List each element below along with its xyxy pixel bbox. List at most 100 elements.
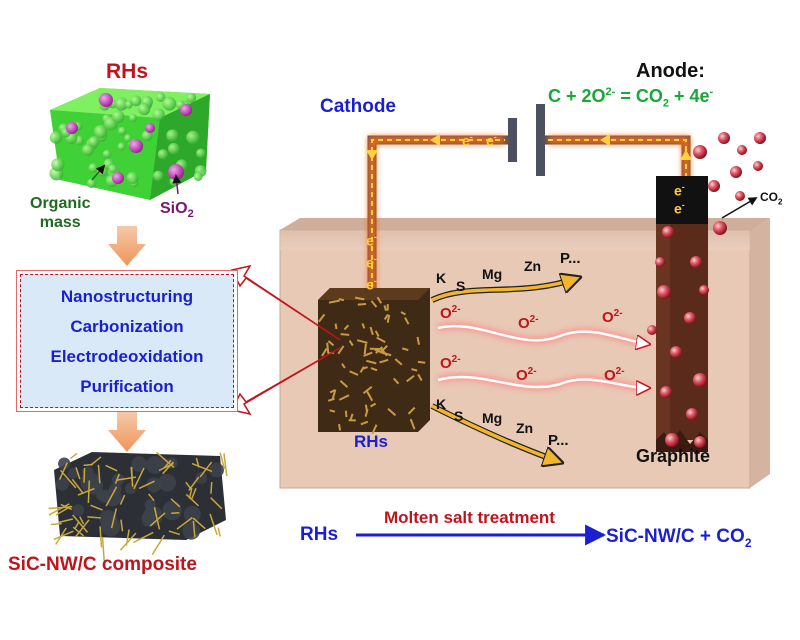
organic-particle xyxy=(138,103,151,116)
o-text: O xyxy=(516,367,528,384)
organic-pointer xyxy=(91,164,106,181)
co2-bubble xyxy=(647,325,657,335)
co2-bubble xyxy=(754,132,766,144)
nanowire xyxy=(338,423,342,431)
organic-particle xyxy=(111,110,125,124)
organic-particle xyxy=(102,149,112,159)
co2-bubble xyxy=(684,312,696,324)
product-text: SiC-NW/C + CO xyxy=(606,526,745,547)
organic-particle xyxy=(155,92,166,102)
o-sup: 2- xyxy=(613,308,623,319)
organic-particle xyxy=(93,124,108,139)
nanowire xyxy=(370,300,378,308)
organic-particle xyxy=(124,134,133,143)
organic-particle xyxy=(108,164,118,174)
nanowire xyxy=(338,394,350,401)
sic-nanowire xyxy=(162,461,174,475)
impurity-s-bottom: S xyxy=(454,408,464,424)
sic-nanowire xyxy=(83,463,93,467)
sic-nanowire xyxy=(130,467,134,487)
organic-particle xyxy=(141,130,153,142)
product-label: SiC-NW/C composite xyxy=(8,554,197,575)
sic-nanowire xyxy=(60,503,73,511)
organic-particle xyxy=(88,163,98,173)
e-text: e xyxy=(366,276,374,293)
nanowire xyxy=(326,342,330,354)
organic-particle xyxy=(128,113,137,122)
sic-nanowire xyxy=(70,452,78,460)
sic-nanowire xyxy=(90,456,102,466)
nanowire xyxy=(379,358,389,364)
sic-nanowire xyxy=(147,493,155,502)
sio2-pointer xyxy=(172,174,182,195)
nanowire xyxy=(392,377,400,385)
sic-nanowire xyxy=(101,536,105,561)
sic-nanowire xyxy=(53,530,74,541)
nanowire xyxy=(407,406,416,415)
step-purification: Purification xyxy=(80,377,174,396)
sic-nanowire xyxy=(77,487,95,496)
anode-equation: C + 2O2- = CO2 + 4e- xyxy=(548,86,713,110)
nanowire xyxy=(394,358,403,366)
organic-particle xyxy=(117,126,127,136)
sic-nanowire xyxy=(79,516,85,525)
carbon-grain xyxy=(98,489,112,503)
co2-gas-label: CO2 xyxy=(760,190,782,206)
organic-particle xyxy=(124,100,133,109)
nanowire xyxy=(409,418,416,430)
organic-particle xyxy=(186,92,197,103)
anode-title: Anode: xyxy=(636,60,705,82)
sio2-label: SiO2 xyxy=(160,200,194,220)
nanowire xyxy=(379,344,388,354)
sic-nanowire xyxy=(185,493,200,507)
sic-nanowire xyxy=(71,478,84,494)
organic-particle xyxy=(196,148,206,159)
reaction-condition: Molten salt treatment xyxy=(384,508,555,527)
sic-nanowire xyxy=(119,532,137,551)
carbon-grain xyxy=(55,477,69,491)
e-text: e xyxy=(674,182,682,199)
nanowire xyxy=(343,324,350,331)
sic-nanowire xyxy=(105,464,118,472)
nanowire xyxy=(387,408,397,417)
e-text: e xyxy=(366,254,374,271)
sic-nanowire xyxy=(192,520,196,538)
o-text: O xyxy=(602,309,614,326)
carbon-grain xyxy=(125,482,137,495)
nanowire xyxy=(349,370,359,376)
o-sup: 2- xyxy=(527,366,537,377)
co2-bubble xyxy=(708,180,720,192)
co2-bubble xyxy=(657,285,671,299)
carbon-grain xyxy=(131,456,148,472)
nanowire xyxy=(360,420,369,426)
sic-nanowire xyxy=(190,488,197,500)
sic-nanowire xyxy=(168,530,180,536)
eq-sup2: - xyxy=(709,86,714,98)
sic-nanowire xyxy=(74,519,90,538)
carbon-grain xyxy=(162,500,182,521)
nanowire xyxy=(363,343,367,355)
nanowire xyxy=(374,330,380,337)
nanowire xyxy=(348,340,354,347)
nanowire xyxy=(383,313,389,320)
sic-nanowire xyxy=(195,457,200,468)
sic-nanowire xyxy=(151,534,165,556)
sic-nanowire xyxy=(99,526,103,548)
impurity-mg-bottom: Mg xyxy=(482,410,503,426)
co2-bubble xyxy=(753,161,763,171)
e-sup: - xyxy=(469,132,473,142)
e-sup: - xyxy=(373,254,377,264)
sic-nanowire xyxy=(219,452,226,469)
sic-nanowire xyxy=(48,503,70,516)
sic-nanowire xyxy=(120,519,124,532)
co2-text: CO xyxy=(760,190,778,204)
nanowire xyxy=(327,340,335,347)
carbon-grain xyxy=(209,462,224,478)
reaction-product: SiC-NW/C + CO2 xyxy=(606,526,752,550)
oxide-ion-1: O2- xyxy=(440,304,461,322)
graphite-label: Graphite xyxy=(636,446,711,466)
sic-nanowire xyxy=(153,507,161,530)
sio2-particle xyxy=(180,104,192,116)
electron-cathode-1: e- xyxy=(366,232,377,249)
